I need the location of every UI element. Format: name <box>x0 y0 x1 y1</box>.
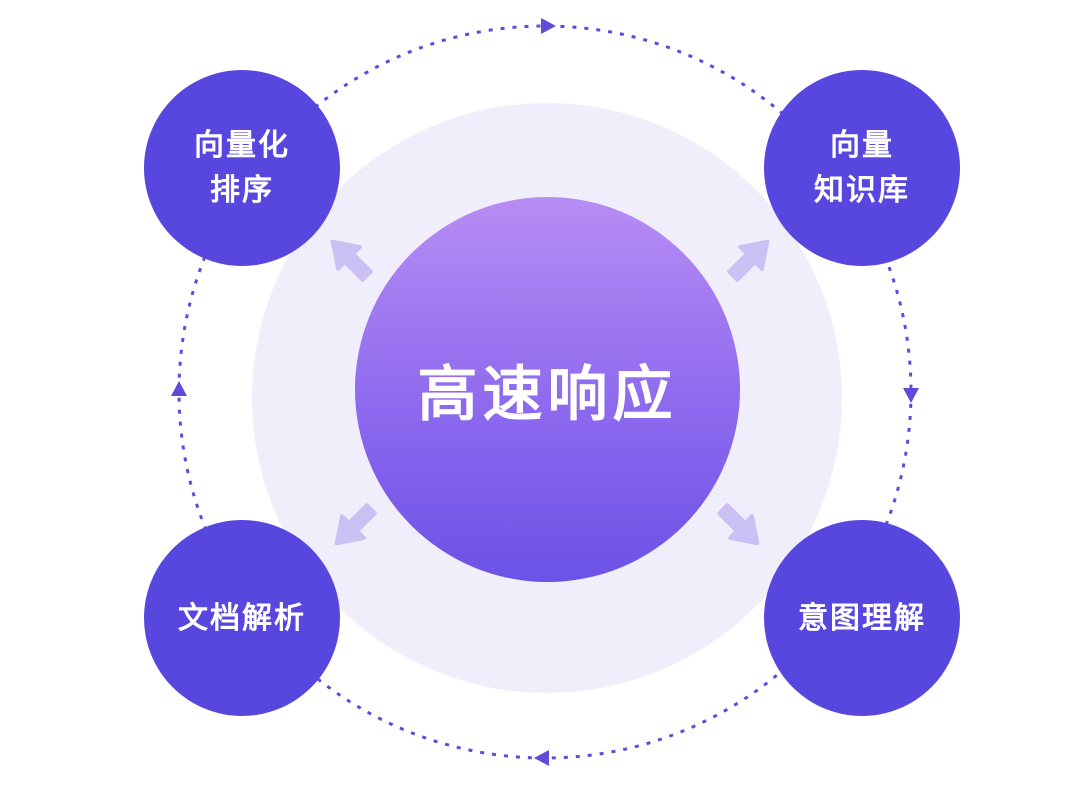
node-document-parsing: 文档解析 <box>144 520 340 716</box>
center-label: 高速响应 <box>417 361 678 428</box>
node-vectorize-sort: 向量化 排序 <box>144 70 340 266</box>
orbit-arrowhead-left-icon <box>171 381 187 396</box>
orbit-arrowhead-top-icon <box>541 18 556 34</box>
outward-arrow-top-left-icon <box>312 221 387 296</box>
node-label-line: 知识库 <box>814 174 910 207</box>
outward-arrow-top-right-icon <box>714 221 789 296</box>
outward-arrow-bottom-right-icon <box>704 490 779 565</box>
node-vector-knowledge-base: 向量 知识库 <box>764 70 960 266</box>
node-label-line: 向量化 <box>194 129 290 162</box>
orbit-arrowhead-bottom-icon <box>534 750 549 766</box>
node-label-line: 文档解析 <box>178 601 306 635</box>
node-intent-understanding: 意图理解 <box>764 520 960 716</box>
center-node: 高速响应 <box>355 197 740 582</box>
node-label-line: 排序 <box>210 174 274 207</box>
outward-arrow-bottom-left-icon <box>316 490 391 565</box>
node-label-line: 向量 <box>830 129 894 162</box>
node-label-line: 意图理解 <box>798 601 926 635</box>
orbit-arrowhead-right-icon <box>903 388 919 403</box>
